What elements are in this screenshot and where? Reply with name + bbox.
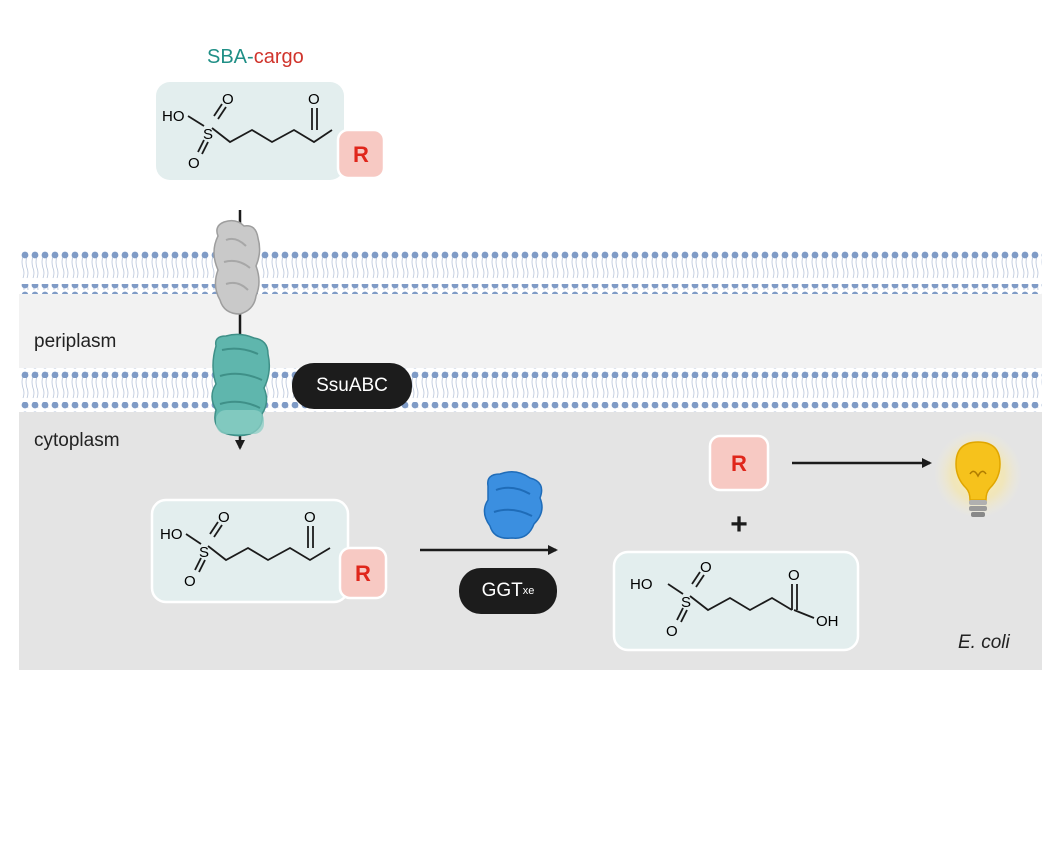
sba-acid-molecule: HO S O O O OH (612, 550, 860, 652)
oxygen-label: O (700, 559, 712, 576)
oxygen-label: O (184, 573, 196, 590)
acid-oh-label: OH (816, 613, 839, 630)
ssuabc-transporter-icon (211, 333, 271, 437)
released-cargo-r: R (708, 434, 770, 492)
oxygen-label: O (222, 91, 234, 108)
sulfur-label: S (203, 126, 213, 143)
oxygen-label: O (304, 509, 316, 526)
light-bulb-icon (934, 430, 1022, 518)
oxygen-label: O (308, 91, 320, 108)
sulfur-label: S (681, 594, 691, 611)
outer-membrane (19, 250, 1042, 294)
sba-cargo-molecule-top: HO S O O O R (156, 82, 386, 180)
inner-membrane (19, 368, 1042, 412)
porin-protein-icon (213, 219, 261, 315)
sba-cargo-molecule-cytoplasm: HO S O O O R (150, 498, 388, 604)
sulfur-label: S (199, 544, 209, 561)
ssuabc-label: SsuABC (292, 363, 412, 409)
diagram-title: SBA-cargo (207, 46, 304, 69)
ggt-enzyme-icon (483, 471, 543, 539)
organism-label: E. coli (958, 632, 1010, 653)
ggt-label-main: GGT (481, 580, 523, 601)
title-cargo: cargo (253, 46, 304, 68)
cargo-r-label: R (353, 142, 369, 167)
hydroxyl-label: HO (162, 108, 185, 125)
title-sba: SBA (207, 46, 248, 68)
cytoplasm-label: cytoplasm (34, 430, 120, 451)
ggt-label-subscript: xe (522, 585, 535, 597)
cargo-r-label: R (355, 561, 371, 586)
oxygen-label: O (666, 623, 678, 640)
oxygen-label: O (188, 155, 200, 172)
periplasm-label: periplasm (34, 331, 117, 352)
plus-sign: + (730, 508, 748, 541)
oxygen-label: O (788, 567, 800, 584)
cargo-r-label: R (731, 451, 747, 476)
periplasm-region (19, 294, 1042, 368)
hydroxyl-label: HO (630, 576, 653, 593)
oxygen-label: O (218, 509, 230, 526)
hydroxyl-label: HO (160, 526, 183, 543)
title-separator: - (247, 46, 254, 68)
